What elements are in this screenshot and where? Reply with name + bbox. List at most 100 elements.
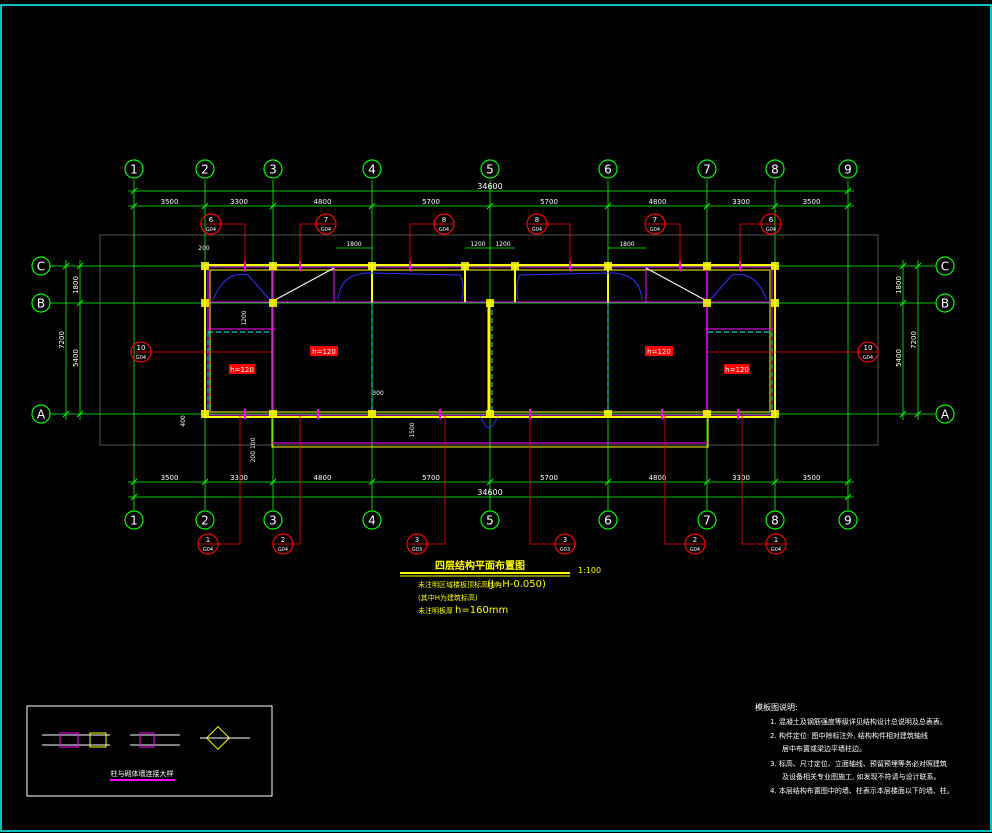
column [201,299,209,307]
drawing-title: 四层结构平面布置图 [435,559,525,572]
section-callout [272,533,294,555]
axis-label-1: 1 [130,514,138,528]
slab-label: h=120 [312,348,336,356]
axis-bubble-2 [195,159,215,179]
dim-segment: 3300 [732,474,750,482]
note-elevation: 未注明区域楼板顶标高均为 [418,580,502,589]
section-callout [857,341,879,363]
axis-bubble-1 [124,510,144,530]
dim-segment: 3300 [230,474,248,482]
note-elevation-base: (其中H为建筑标高) [418,593,478,602]
axis-label-5: 5 [486,163,494,177]
dim-1800-right: 1800 [619,241,634,248]
dim-segment: 3300 [732,198,750,206]
axis-label-7: 7 [703,514,711,528]
dim-200: 200 [198,245,210,252]
column [771,262,779,270]
callout-number: 1 [774,536,778,544]
section-callout [684,533,706,555]
axis-label-9: 9 [844,514,852,528]
note-slab-value: h=160mm [455,605,508,616]
callout-number: 10 [864,344,873,352]
axis-label-C: C [941,260,949,274]
axis-bubble-6 [598,159,618,179]
axis-label-4: 4 [368,163,376,177]
dim-segment: 4800 [314,474,332,482]
callout-sheet: G04 [766,227,776,233]
axis-label-9: 9 [844,163,852,177]
axis-label-5: 5 [486,514,494,528]
dim-200-100: 200 100 [250,437,257,462]
dim-segment: 4800 [649,474,667,482]
callout-sheet: G04 [771,547,781,553]
sheet-border [0,4,992,832]
section-callout [315,213,337,235]
callout-sheet: G04 [439,227,449,233]
axis-bubble-5 [480,510,500,530]
callout-sheet: G04 [650,227,660,233]
axis-label-A: A [941,408,950,422]
dim-1200-v: 1200 [241,310,248,325]
callout-number: 3 [563,536,567,544]
axis-label-3: 3 [269,514,277,528]
axis-label-4: 4 [368,514,376,528]
axis-label-6: 6 [604,163,612,177]
note-line: 1. 混凝土及钢筋强度等级详见结构设计总说明及总表表。 [770,717,947,726]
axis-label-B: B [941,297,949,311]
callout-number: 1 [206,536,210,544]
axis-bubble-1 [124,159,144,179]
axis-label-7: 7 [703,163,711,177]
callout-sheet: G04 [690,547,700,553]
dim-side-upper: 1800 [895,276,903,294]
axis-label-1: 1 [130,163,138,177]
axis-bubble-7 [697,159,717,179]
dim-side-total: 7200 [910,331,918,349]
dim-400: 400 [180,415,187,427]
callout-sheet: G04 [863,355,873,361]
dim-segment: 4800 [649,198,667,206]
column [771,410,779,418]
dim-1800-left: 1800 [346,241,361,248]
dim-segment: 3500 [161,474,179,482]
detail-caption: 柱与砌体墙连接大样 [111,769,174,778]
axis-bubble-A [31,404,51,424]
column [269,262,277,270]
section-callout [406,533,428,555]
axis-label-2: 2 [201,514,209,528]
dim-side-total: 7200 [58,331,66,349]
section-callout [526,213,548,235]
dim-1500: 1500 [409,422,416,437]
title-block: 四层结构平面布置图 1:100 未注明区域楼板顶标高均为 (J=H-0.050)… [400,559,601,616]
section-callout [197,533,219,555]
dim-segment: 5700 [540,474,558,482]
section-callout [130,341,152,363]
notes-heading: 模板图说明: [755,702,798,712]
column [771,299,779,307]
detail-box: 柱与砌体墙连接大样 [26,705,273,797]
callout-number: 7 [653,216,657,224]
callout-sheet: G04 [532,227,542,233]
column [703,262,711,270]
general-notes: 模板图说明: 1. 混凝土及钢筋强度等级详见结构设计总说明及总表表。 2. 构件… [755,702,954,795]
dim-overall: 34600 [477,488,502,497]
dim-segment: 3500 [803,198,821,206]
axis-bubble-4 [362,510,382,530]
callout-sheet: G04 [321,227,331,233]
dim-segment: 4800 [314,198,332,206]
section-callouts: 6G047G048G048G047G046G041G042G043G033G03… [130,213,879,555]
note-line: 3. 标高、尺寸定位、立面轴线、预留预埋等务必对照建筑 [770,759,947,768]
column [486,299,494,307]
section-callout [554,533,576,555]
section-callout [760,213,782,235]
slab-label: h=120 [725,366,749,374]
dim-segment: 3300 [230,198,248,206]
dim-1200-a: 1200 [470,241,485,248]
note-elevation-value: (J=H-0.050) [487,579,546,590]
column [604,262,612,270]
callout-sheet: G03 [412,547,422,553]
axis-label-6: 6 [604,514,612,528]
callout-sheet: G04 [136,355,146,361]
note-slab: 未注明板厚 [418,606,453,615]
column [368,262,376,270]
